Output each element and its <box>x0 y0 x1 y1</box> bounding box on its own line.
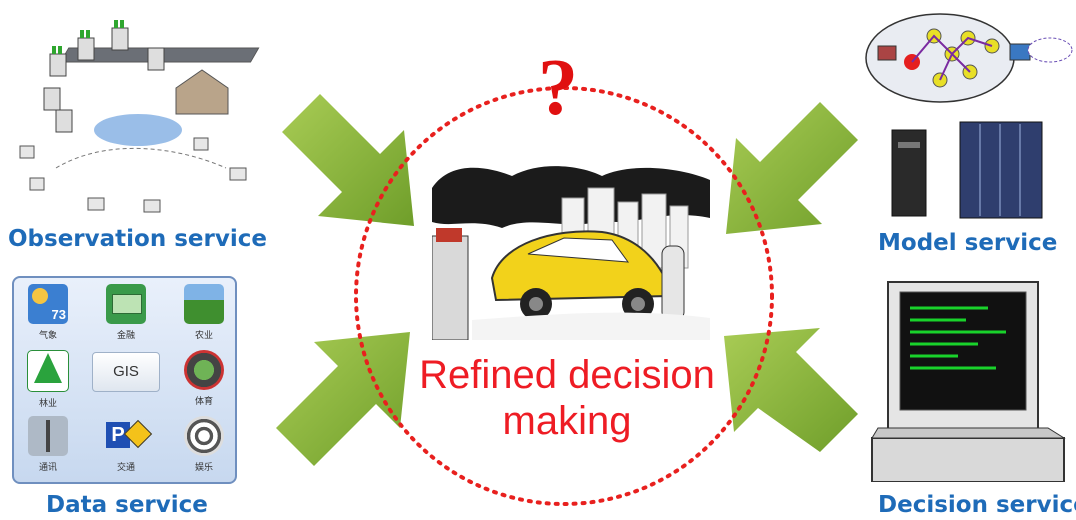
parking-sign-icon: P <box>106 416 153 456</box>
center-title-line1: Refined decision <box>419 353 715 397</box>
decision-service-label: Decision service <box>878 492 1076 518</box>
arrow-data-to-center <box>276 332 410 466</box>
tower-icon <box>28 416 68 456</box>
agriculture-icon <box>184 284 224 324</box>
model-service-label: Model service <box>878 230 1058 256</box>
decision-circle <box>354 86 774 506</box>
app-entertainment[interactable]: 娱乐 <box>174 416 234 478</box>
app-caption: 交通 <box>116 463 135 473</box>
data-service-label: Data service <box>46 492 208 518</box>
pollution-car-illustration <box>432 166 710 340</box>
app-caption: 农业 <box>194 331 213 341</box>
data-service-panel: 73 气象 金融 农业 林业 GIS 体育 通讯 P 交通 <box>12 276 237 484</box>
app-caption: 体育 <box>194 397 213 407</box>
observation-network-illustration <box>19 20 260 213</box>
center-title: Refined decision making <box>398 352 736 444</box>
app-finance[interactable]: 金融 <box>96 284 156 346</box>
app-caption: 娱乐 <box>194 463 213 473</box>
stadium-icon <box>184 350 224 390</box>
app-caption: 金融 <box>116 331 135 341</box>
arrow-decision-to-center <box>724 328 858 452</box>
app-caption: 通讯 <box>38 463 57 473</box>
model-service-illustration <box>865 13 1073 219</box>
money-icon <box>106 284 146 324</box>
decision-computer-illustration <box>871 281 1066 482</box>
observation-service-label: Observation service <box>8 226 267 252</box>
tree-icon <box>27 350 69 392</box>
entertainment-icon <box>184 416 224 456</box>
arrow-observation-to-center <box>282 94 414 226</box>
app-traffic[interactable]: P 交通 <box>96 416 156 478</box>
app-caption: 气象 <box>38 331 57 341</box>
app-caption: 林业 <box>38 399 57 409</box>
gis-button[interactable]: GIS <box>92 352 160 392</box>
app-communication[interactable]: 通讯 <box>18 416 78 478</box>
center-title-line2: making <box>502 399 632 443</box>
app-forestry[interactable]: 林业 <box>18 350 78 412</box>
app-sports[interactable]: 体育 <box>174 350 234 412</box>
weather-icon: 73 <box>28 284 68 324</box>
app-agriculture[interactable]: 农业 <box>174 284 234 346</box>
question-mark: ? <box>538 44 578 132</box>
app-weather[interactable]: 73 气象 <box>18 284 78 346</box>
arrow-model-to-center <box>726 102 858 234</box>
